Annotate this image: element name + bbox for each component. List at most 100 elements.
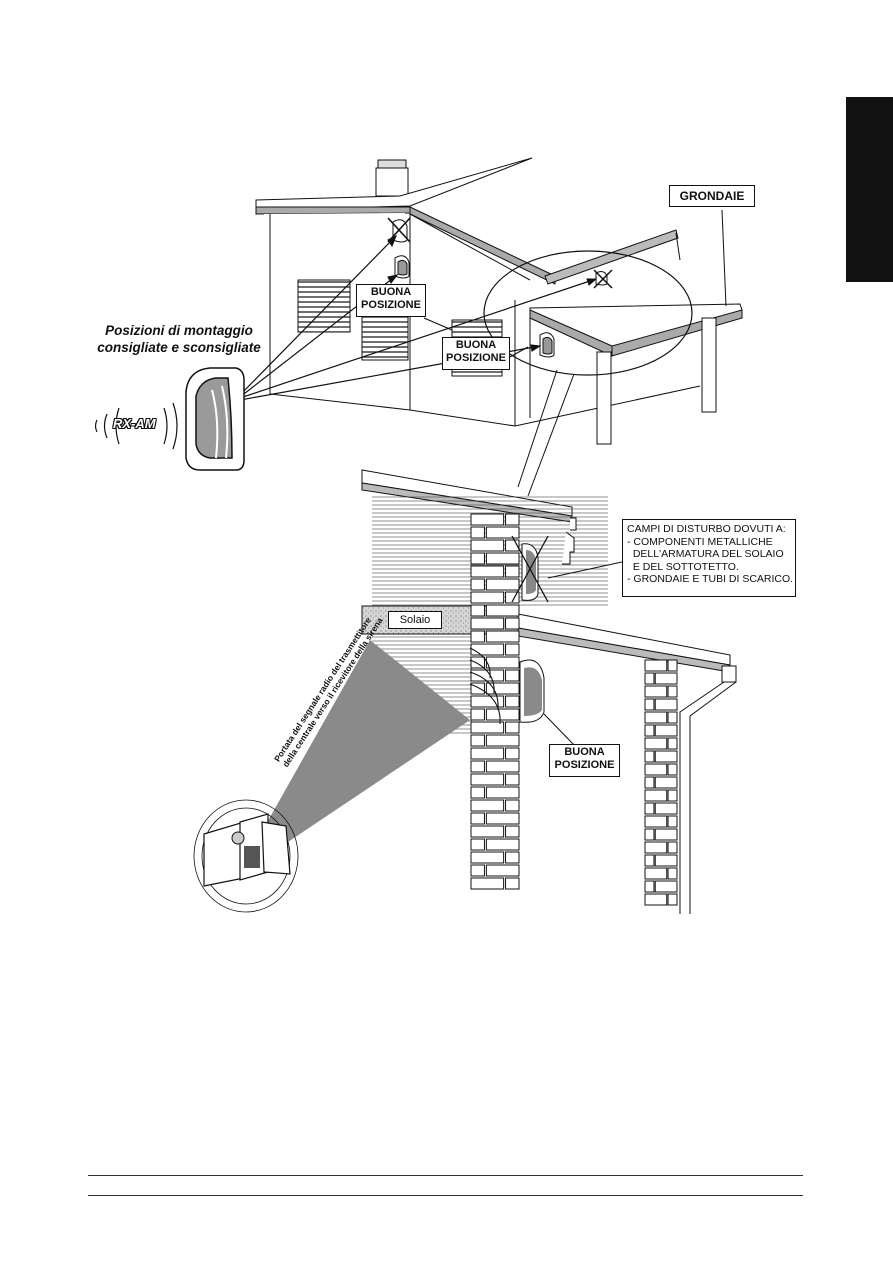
brick	[470, 825, 505, 838]
brick	[644, 828, 655, 841]
brick	[644, 867, 668, 880]
brick	[667, 685, 678, 698]
brick	[654, 698, 678, 711]
sensor-device-icon	[539, 332, 555, 358]
brick	[470, 656, 485, 669]
brick	[485, 552, 520, 565]
solaio-label: Solaio	[388, 611, 442, 629]
brick	[485, 526, 520, 539]
brick	[505, 591, 520, 604]
brick	[644, 841, 668, 854]
brick	[505, 721, 520, 734]
house-illustration	[239, 157, 743, 497]
brick	[470, 695, 505, 708]
radio-waves-icon	[469, 647, 501, 725]
note-line: - GRONDAIE E TUBI DI SCARICO.	[627, 573, 794, 586]
brick	[485, 864, 520, 877]
footer-rule	[88, 1175, 803, 1176]
brick	[505, 565, 520, 578]
note-line: - COMPONENTI METALLICHE	[627, 535, 773, 548]
brick	[505, 539, 520, 552]
brick	[485, 682, 520, 695]
note-line: CAMPI DI DISTURBO DOVUTI A:	[627, 523, 786, 535]
brick	[485, 812, 520, 825]
brick	[505, 643, 520, 656]
control-panel-icon	[193, 799, 299, 913]
buona-posizione-label: BUONA POSIZIONE	[356, 284, 426, 317]
brick	[644, 698, 655, 711]
brick	[485, 838, 520, 851]
brick	[505, 773, 520, 786]
brick	[644, 672, 655, 685]
brick	[505, 695, 520, 708]
disturbance-note: CAMPI DI DISTURBO DOVUTI A: - COMPONENTI…	[622, 519, 796, 597]
brick	[654, 802, 678, 815]
device-name-label: RX-AM	[113, 416, 156, 431]
brick	[470, 721, 505, 734]
brick	[667, 737, 678, 750]
brick	[470, 851, 505, 864]
mounting-positions-caption: Posizioni di montaggio consigliate e sco…	[84, 322, 274, 356]
brick	[644, 854, 655, 867]
buona-posizione-label: BUONA POSIZIONE	[549, 744, 620, 777]
brick	[470, 643, 505, 656]
brick	[470, 734, 485, 747]
brick	[644, 789, 668, 802]
brick	[654, 776, 678, 789]
caption-line: Posizioni di montaggio	[105, 323, 253, 338]
brick	[505, 877, 520, 890]
brick	[470, 864, 485, 877]
radio-waves-icon	[94, 402, 178, 450]
brick	[667, 711, 678, 724]
brick	[505, 799, 520, 812]
brick	[667, 867, 678, 880]
brick	[667, 659, 678, 672]
brick	[505, 851, 520, 864]
brick	[470, 578, 485, 591]
brick	[644, 659, 668, 672]
brick	[644, 880, 655, 893]
brick	[470, 786, 485, 799]
label-line: POSIZIONE	[361, 299, 421, 311]
brick	[505, 617, 520, 630]
brick	[654, 854, 678, 867]
brick	[470, 773, 505, 786]
brick	[667, 789, 678, 802]
language-tab	[846, 97, 893, 282]
buona-posizione-label: BUONA POSIZIONE	[442, 337, 510, 370]
brick	[644, 737, 668, 750]
label-line: BUONA	[370, 286, 412, 298]
brick	[667, 893, 678, 906]
sensor-device-icon	[185, 367, 245, 471]
brick-column	[644, 659, 678, 906]
brick	[485, 604, 520, 617]
brick	[485, 656, 520, 669]
brick	[505, 513, 520, 526]
brick	[654, 672, 678, 685]
brick	[470, 526, 485, 539]
brick	[644, 776, 655, 789]
label-line: BUONA	[455, 339, 497, 351]
brick	[644, 802, 655, 815]
brick	[644, 711, 668, 724]
brick	[470, 604, 485, 617]
brick	[470, 760, 485, 773]
crossed-device-icon	[511, 535, 623, 603]
label-line: POSIZIONE	[446, 352, 506, 364]
caption-line: consigliate e sconsigliate	[97, 340, 261, 355]
crossed-device-icon	[593, 269, 613, 289]
brick	[470, 591, 505, 604]
note-line: E DEL SOTTOTETTO.	[627, 560, 739, 573]
label-line: BUONA	[564, 746, 605, 758]
brick	[470, 799, 505, 812]
brick	[667, 841, 678, 854]
brick	[667, 815, 678, 828]
brick	[644, 763, 668, 776]
brick	[470, 812, 485, 825]
brick	[470, 682, 485, 695]
brick	[485, 760, 520, 773]
brick	[644, 815, 668, 828]
brick	[654, 828, 678, 841]
brick	[654, 724, 678, 737]
